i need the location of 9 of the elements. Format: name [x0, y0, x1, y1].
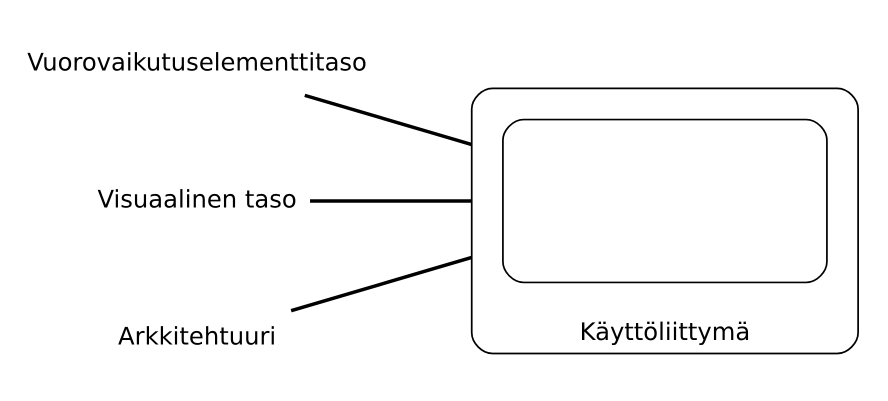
node-text: Visuaalinen taso: [97, 184, 297, 213]
cluster: [470, 87, 859, 354]
node-box: [502, 118, 828, 283]
node-text: Vuorovaikutuselementtitaso: [27, 47, 367, 76]
connector: [304, 93, 472, 146]
connector: [290, 255, 472, 312]
connector: [310, 198, 472, 202]
node-text: Arkkitehtuuri: [118, 320, 276, 350]
node-label: Käyttöliittymä: [580, 316, 750, 346]
